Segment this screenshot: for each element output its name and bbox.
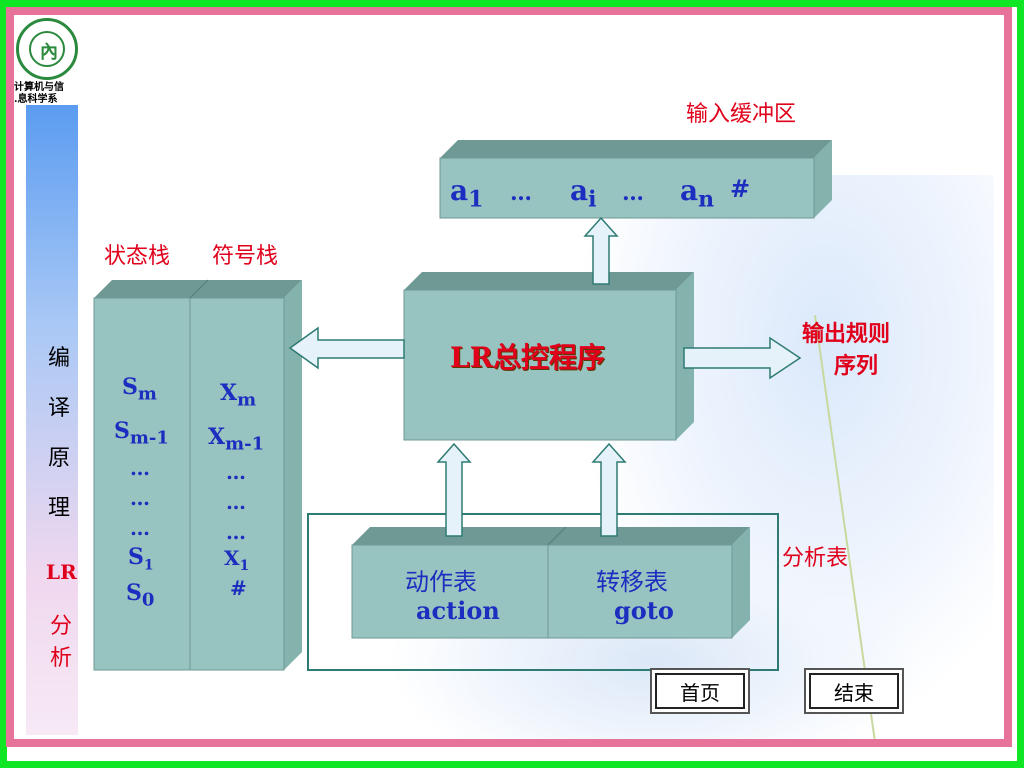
buffer-dots-2: … [622,180,644,206]
output-label-line1: 输出规则 [802,321,891,347]
goto-table-cn: 转移表 [596,568,668,596]
controller-label: LR总控程序 [450,341,605,374]
stack-top [94,280,302,298]
state-dots-3: … [130,516,150,540]
action-table-en: action [416,596,500,625]
state-dots-2: … [130,486,150,510]
end-button[interactable]: 结束 [804,668,904,714]
dept-line-1: 计算机与信 [14,82,64,93]
buffer-hash: # [730,174,751,203]
symbol-xm1: Xm-1 [208,424,265,455]
input-buffer-label: 输入缓冲区 [686,102,797,127]
sidebar-char-4: 理 [48,496,71,521]
buffer-ai: ai [570,174,597,213]
department-name: 计算机与信 .息科学系 [14,82,94,106]
controller-box [403,289,677,441]
sidebar-char-3: 原 [48,446,71,471]
state-sm: Sm [122,374,157,405]
input-buffer-box [439,157,815,219]
action-table-cn: 动作表 [405,568,477,596]
state-s1: S1 [128,544,154,574]
analysis-table-label: 分析表 [782,546,849,571]
symbol-dots-3: … [226,520,246,544]
state-dots-1: … [130,456,150,480]
buffer-dots-1: … [510,180,532,206]
state-s0: S0 [126,580,155,611]
action-table-box [351,544,549,639]
stack-side [284,280,302,670]
arrow-goto-to-controller [591,442,627,537]
symbol-dots-2: … [226,490,246,514]
input-buffer-side [814,140,832,218]
goto-table-box [547,544,733,639]
goto-table-en: goto [614,596,674,625]
arrow-action-to-controller [436,442,472,537]
home-button[interactable]: 首页 [650,668,750,714]
symbol-stack-label: 符号栈 [212,244,279,269]
symbol-xm: Xm [220,380,257,411]
symbol-x1: X1 [224,546,250,574]
buffer-a1: a1 [450,174,484,213]
table-side [732,527,750,638]
state-sm1: Sm-1 [114,418,169,449]
sidebar-xi: 析 [50,646,73,671]
analysis-table-outline [307,513,779,671]
controller-top [404,272,694,290]
output-label-line2: 序列 [834,353,879,379]
sidebar-bar [26,105,78,735]
symbol-stack-box [189,297,285,671]
sidebar-lr: LR [46,560,77,584]
symbol-hash: # [230,576,247,600]
state-stack-label: 状态栈 [104,244,171,269]
symbol-dots-1: … [226,460,246,484]
arrow-to-stack [288,326,405,370]
arrow-to-buffer [583,216,619,285]
arrow-to-output [683,336,802,380]
dept-line-2: .息科学系 [14,94,58,105]
state-stack-box [93,297,191,671]
sidebar-char-1: 编 [48,346,71,371]
input-buffer-top [440,140,832,158]
sidebar-char-2: 译 [48,396,71,421]
buffer-an: an [680,174,715,213]
sidebar-fen: 分 [50,614,73,639]
university-logo-icon: 內 [16,18,78,80]
